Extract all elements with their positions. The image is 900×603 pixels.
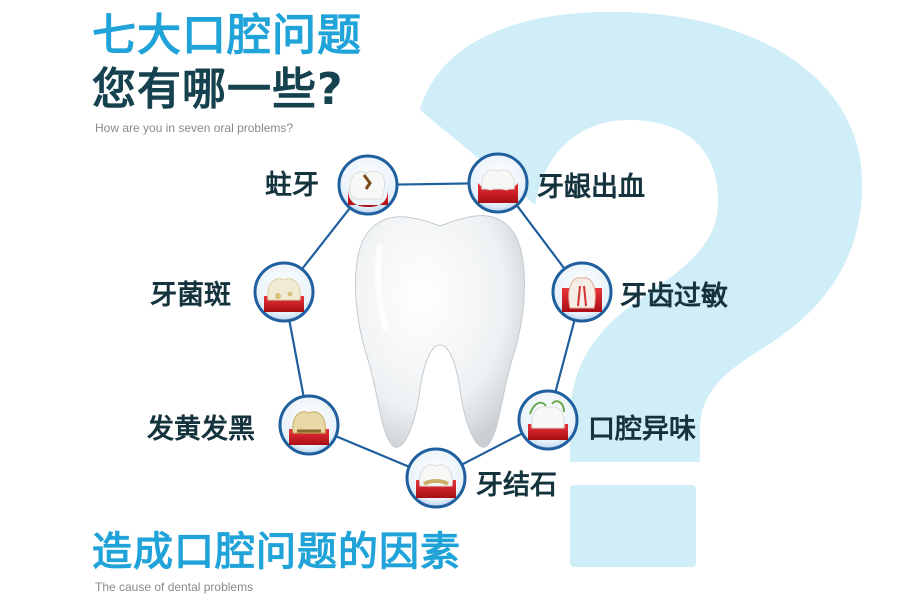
label-plaque: 牙菌斑 bbox=[150, 280, 231, 311]
question-mark-bg bbox=[420, 11, 863, 567]
causes-title: 造成口腔问题的因素 bbox=[92, 529, 461, 575]
problem-icons bbox=[253, 152, 613, 509]
english-subtitle: How are you in seven oral problems? bbox=[95, 121, 294, 135]
label-tartar: 牙结石 bbox=[476, 470, 557, 501]
main-title: 七大口腔问题 bbox=[92, 10, 362, 61]
label-bad-breath: 口腔异味 bbox=[588, 414, 696, 445]
label-gum-bleeding: 牙龈出血 bbox=[537, 172, 645, 203]
question-title: 您有哪一些? bbox=[92, 64, 344, 115]
central-tooth-illustration bbox=[355, 215, 525, 448]
label-discoloration: 发黄发黑 bbox=[147, 414, 255, 445]
causes-subtitle: The cause of dental problems bbox=[95, 580, 254, 594]
label-sensitivity: 牙齿过敏 bbox=[620, 281, 728, 312]
label-tooth-decay: 蛀牙 bbox=[265, 170, 319, 201]
